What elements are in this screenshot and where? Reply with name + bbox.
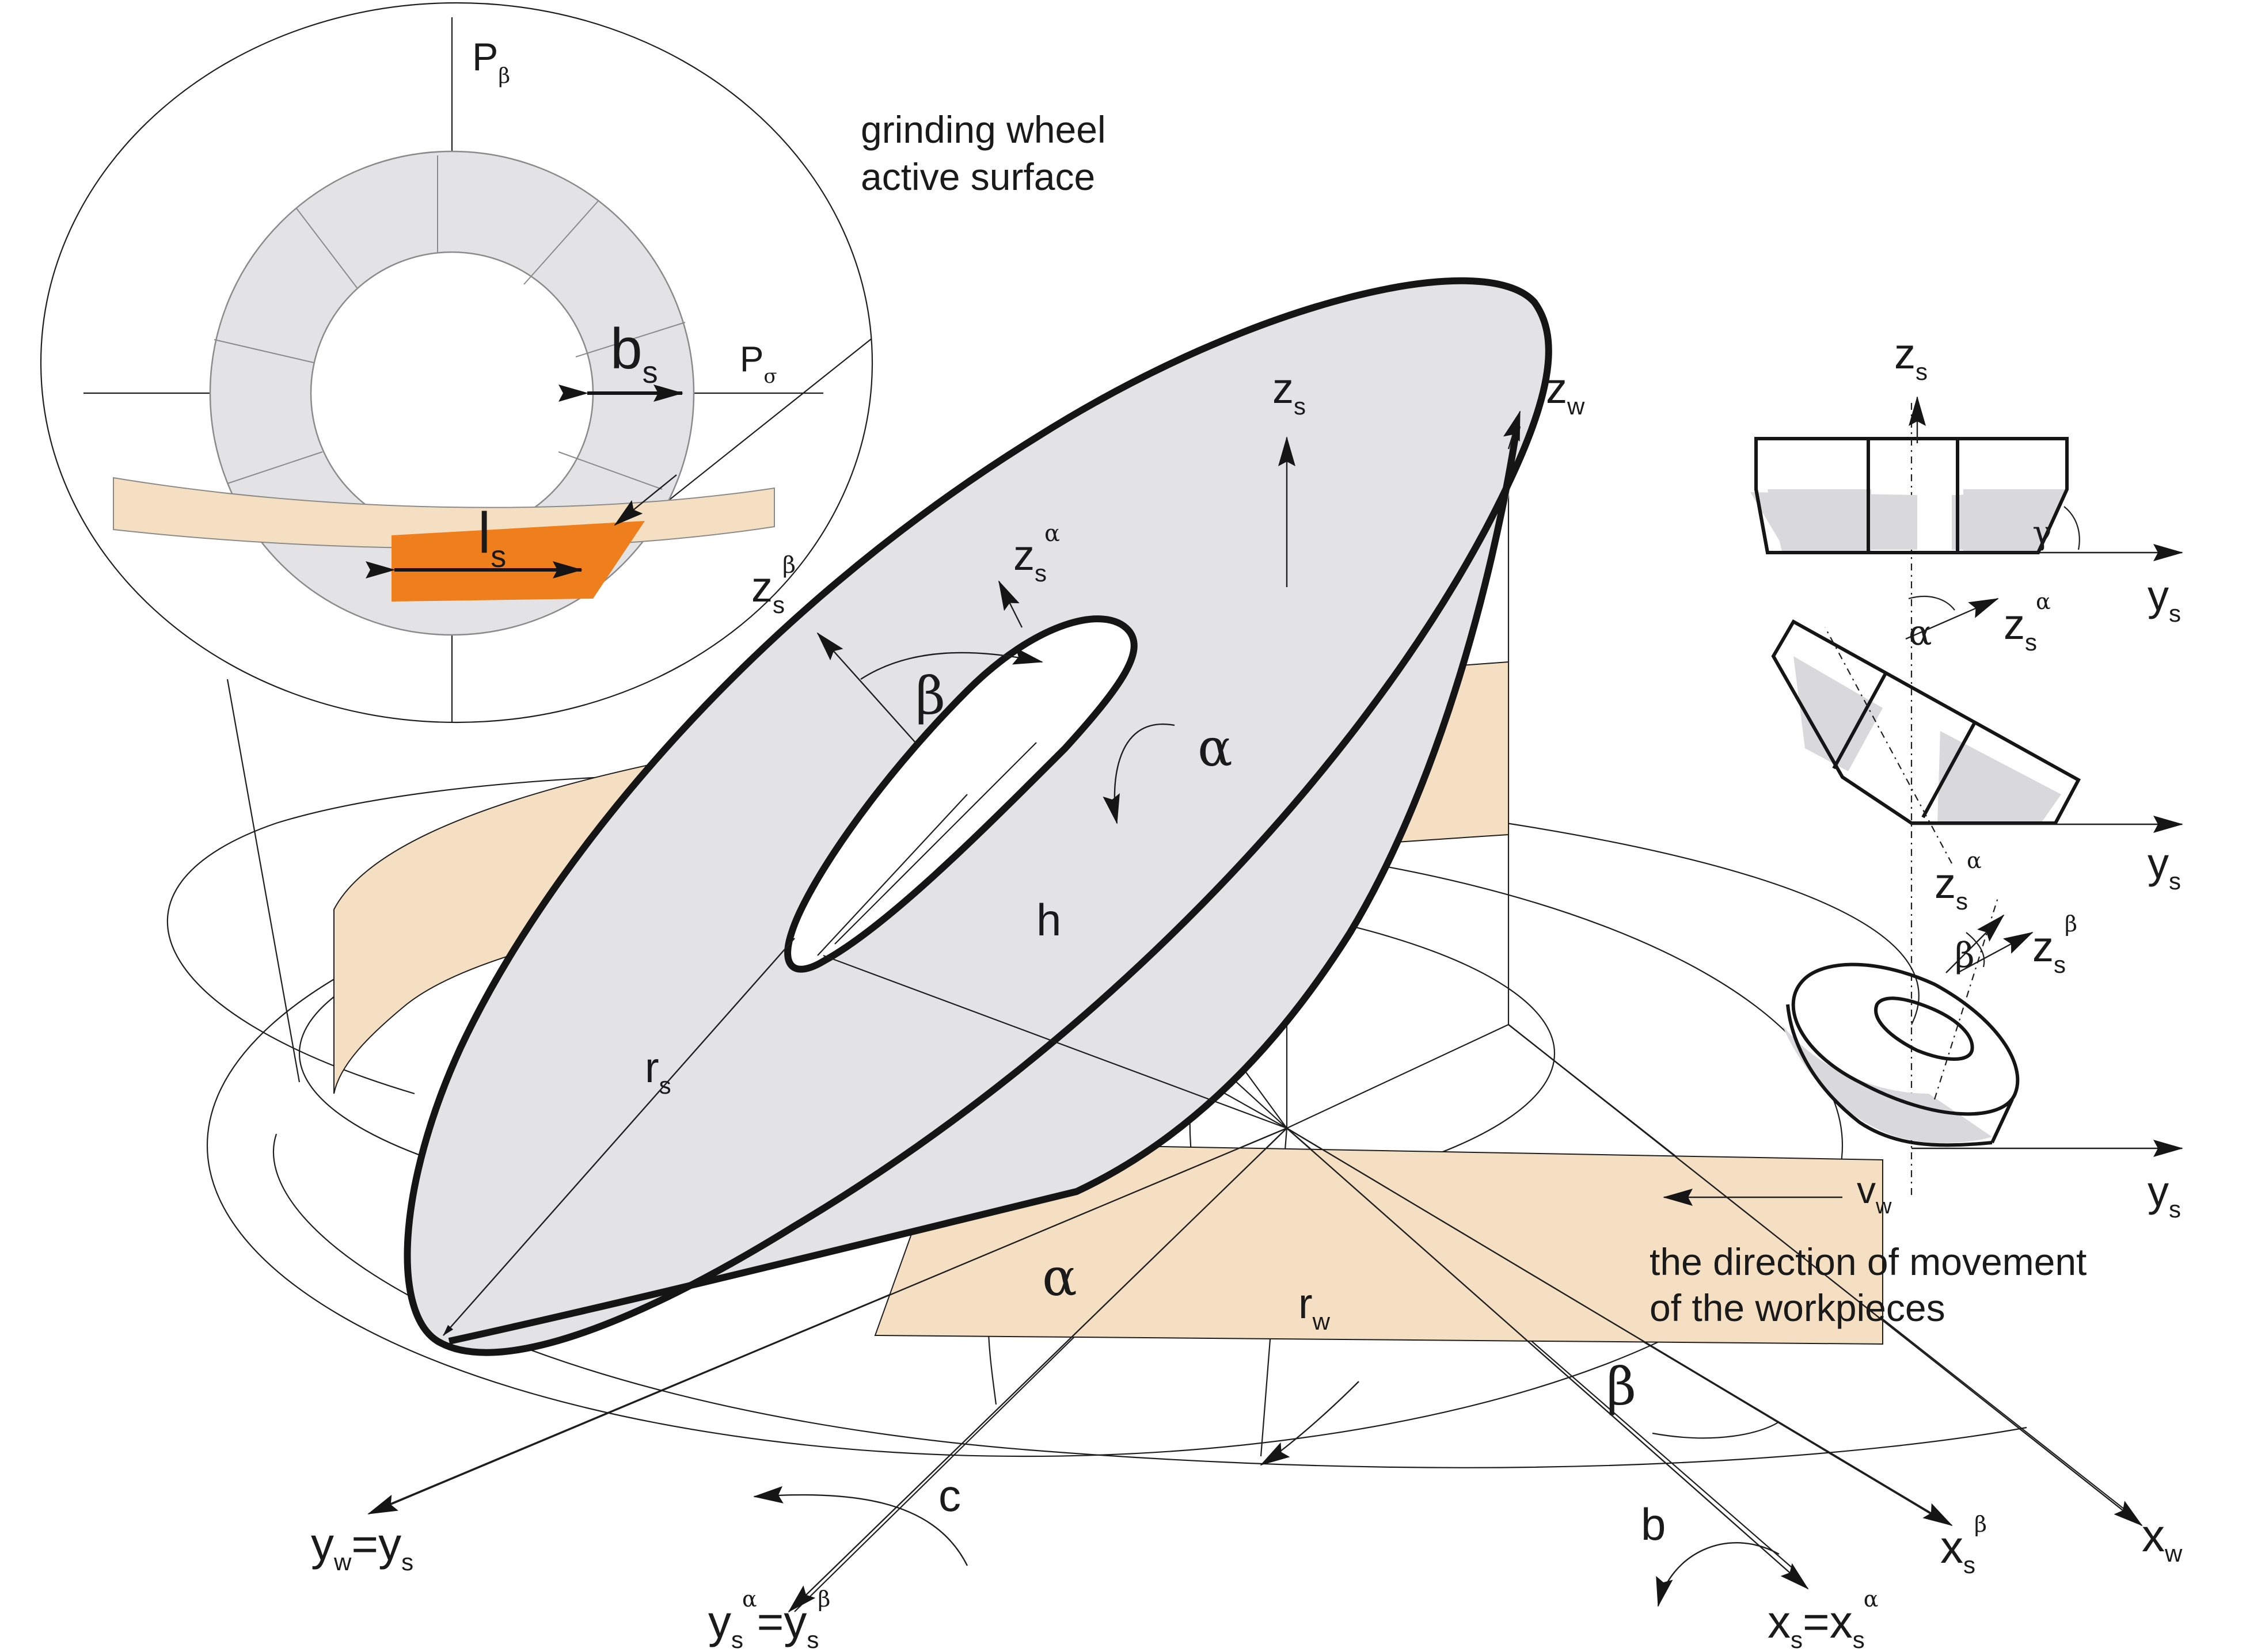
labels: grinding wheel active surface Pβ Pσ bs l…	[311, 35, 2183, 1652]
side-view-beta	[1782, 897, 2183, 1157]
side-views	[1750, 396, 2183, 1197]
xs-xsa-axis-label: xs=xsα	[1768, 1586, 1878, 1652]
side-zsa2-label: zsα	[1935, 848, 1982, 915]
inset-title-line2: active surface	[861, 155, 1095, 198]
vw-label: vw	[1857, 1168, 1892, 1219]
side-zsa-label: zsα	[2004, 589, 2051, 656]
direction-line2: of the workpieces	[1650, 1286, 1945, 1329]
side-view-upright	[1750, 396, 2183, 561]
axis-arrows	[367, 410, 2143, 1613]
zs-alpha-label: zsα	[1013, 520, 1060, 587]
alpha-lower-label: α	[1042, 1247, 1077, 1308]
side-gamma-label: γ	[2032, 515, 2051, 552]
h-label: h	[1036, 894, 1061, 945]
zs-label: zs	[1272, 364, 1306, 420]
side-ys3-label: ys	[2148, 1167, 2181, 1223]
direction-line1: the direction of movement	[1650, 1240, 2087, 1283]
inset-detail	[40, 2, 873, 724]
ysa-ysb-axis-label: ysα=ysβ	[708, 1586, 830, 1652]
zw-label: zw	[1546, 364, 1585, 420]
b-rotation-label: b	[1641, 1499, 1666, 1550]
side-beta-label: β	[1955, 935, 1975, 976]
inset-segment-lines	[214, 155, 686, 490]
p-beta-label: Pβ	[472, 35, 510, 88]
ls-label: ls	[478, 501, 506, 574]
xsb-axis-label: xsβ	[1940, 1512, 1987, 1578]
alpha-angle-label: α	[1198, 718, 1233, 778]
side-zsb-label: zsβ	[2032, 911, 2077, 978]
bs-label: bs	[610, 317, 658, 390]
side-zs-label: zs	[1894, 330, 1928, 385]
side-ys2-label: ys	[2148, 839, 2181, 894]
side-alpha-label: α	[1909, 613, 1932, 653]
rw-label: rw	[1298, 1280, 1331, 1335]
beta-angle-label: β	[915, 666, 945, 726]
yw-ys-axis-label: yw=ys	[311, 1518, 413, 1575]
workpiece-band-front	[874, 1141, 1883, 1345]
side-view-alpha	[1771, 596, 2183, 864]
beta-lower-label: β	[1606, 1357, 1636, 1417]
inset-title-line1: grinding wheel	[861, 108, 1106, 151]
p-sigma-label: Pσ	[740, 340, 777, 388]
side-ys1-label: ys	[2148, 572, 2181, 627]
zs-beta-label: zsβ	[751, 552, 796, 618]
xw-axis-label: xw	[2142, 1510, 2183, 1567]
grinding-wheel	[404, 277, 1552, 1356]
rs-label: rs	[645, 1044, 671, 1099]
c-rotation-label: c	[938, 1470, 961, 1521]
